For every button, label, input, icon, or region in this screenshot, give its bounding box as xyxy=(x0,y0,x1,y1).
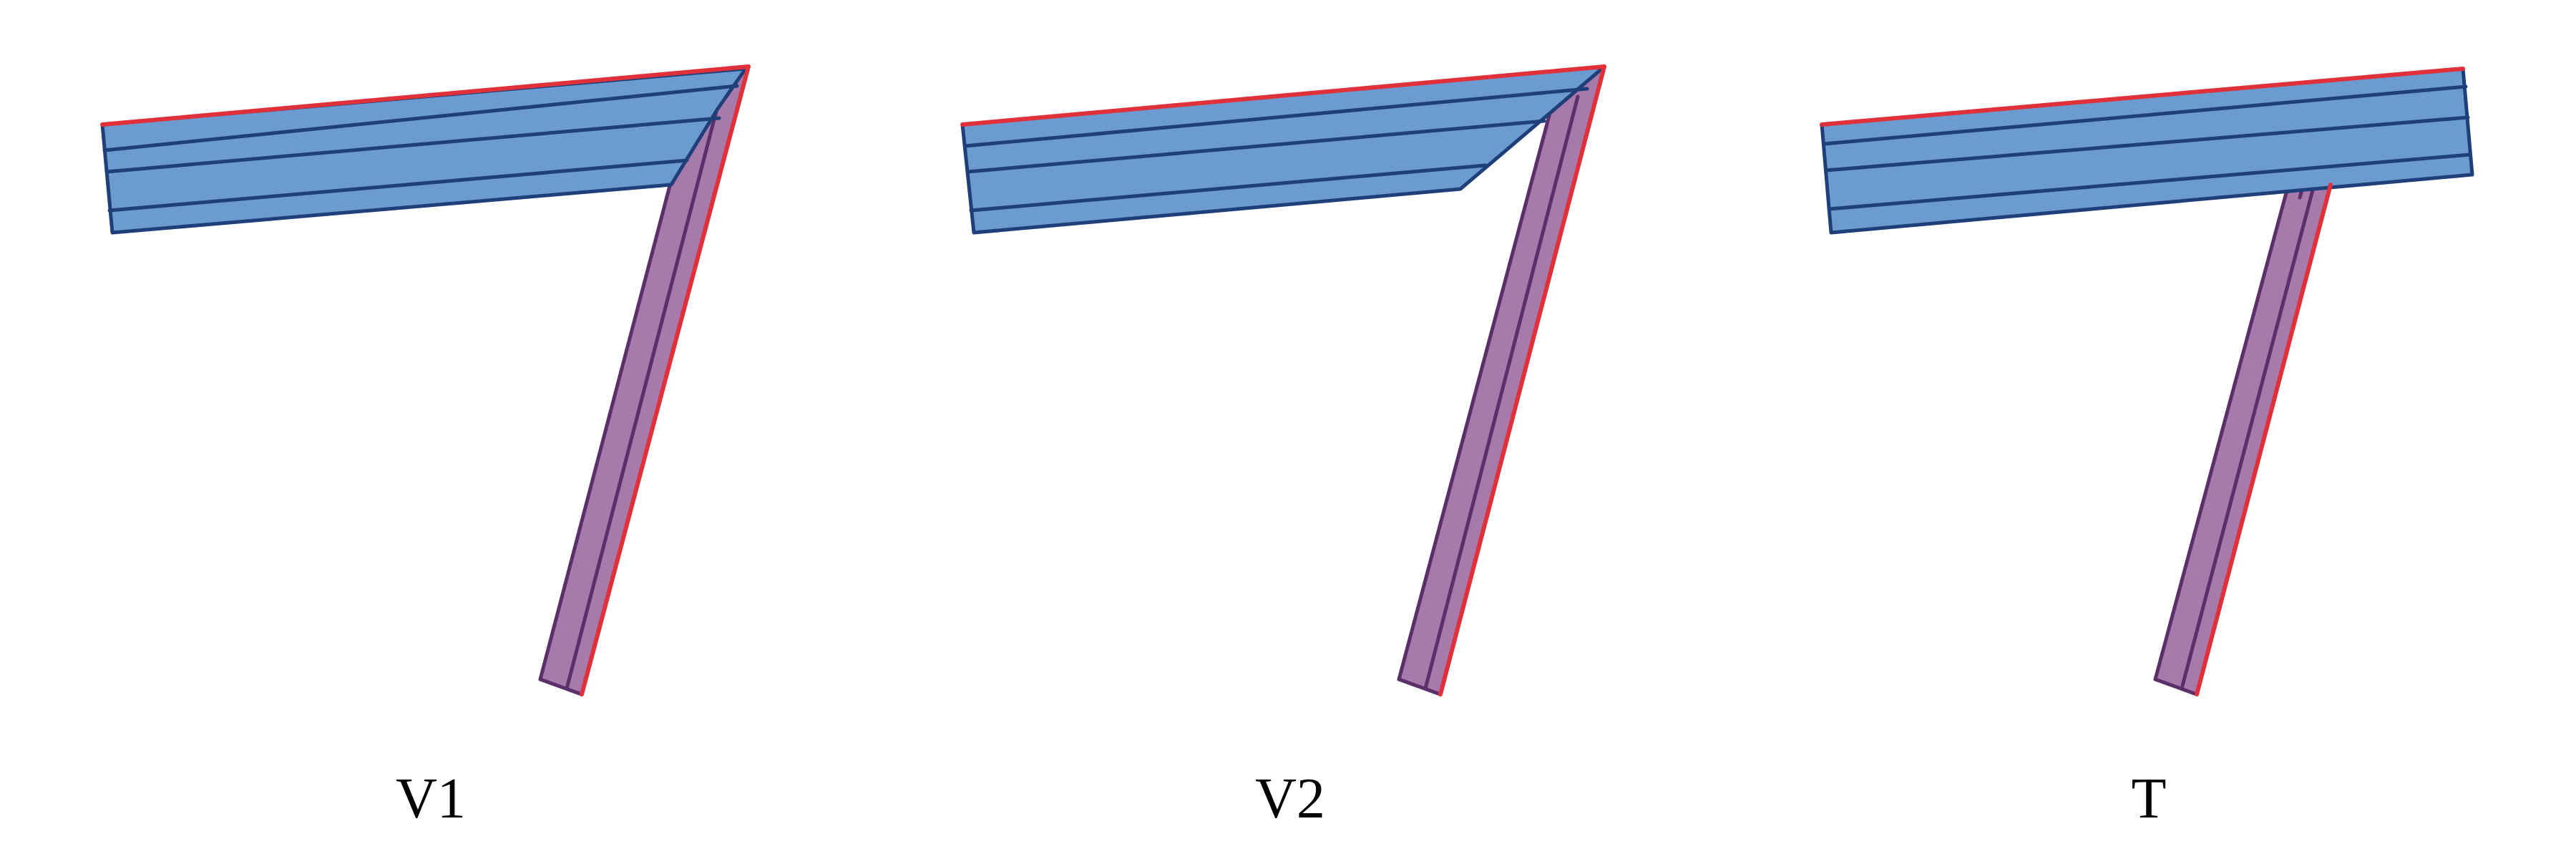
plate-layer-line xyxy=(104,116,721,174)
web-strip-line xyxy=(565,98,721,691)
plate-layer-line xyxy=(1824,115,2470,173)
web-strip-line xyxy=(1423,94,1580,691)
panel-label: V2 xyxy=(1255,767,1325,830)
plate-layer-line xyxy=(1827,152,2472,211)
highlight-edge xyxy=(580,64,751,697)
highlight-edge xyxy=(1820,67,2465,127)
plate-layer-line xyxy=(965,119,1546,174)
panel-t: T xyxy=(1820,67,2474,830)
plate-layer-line xyxy=(969,163,1488,213)
plate-layer-line xyxy=(107,158,689,213)
plate-layer-line xyxy=(102,84,739,152)
panel-label: V1 xyxy=(396,767,466,830)
highlight-edge xyxy=(960,64,1606,127)
plate-layer-line xyxy=(1822,84,2468,146)
highlight-edge xyxy=(2195,183,2333,697)
panel-v2: V2 xyxy=(960,64,1606,830)
panel-v1: V1 xyxy=(100,64,751,830)
web-strip-line xyxy=(2180,183,2316,691)
highlight-edge xyxy=(100,64,751,127)
plate-member xyxy=(960,64,1606,235)
panel-label: T xyxy=(2132,767,2167,830)
plate-layer-line xyxy=(962,87,1589,148)
web-member xyxy=(2153,183,2333,697)
highlight-edge xyxy=(1438,64,1606,697)
